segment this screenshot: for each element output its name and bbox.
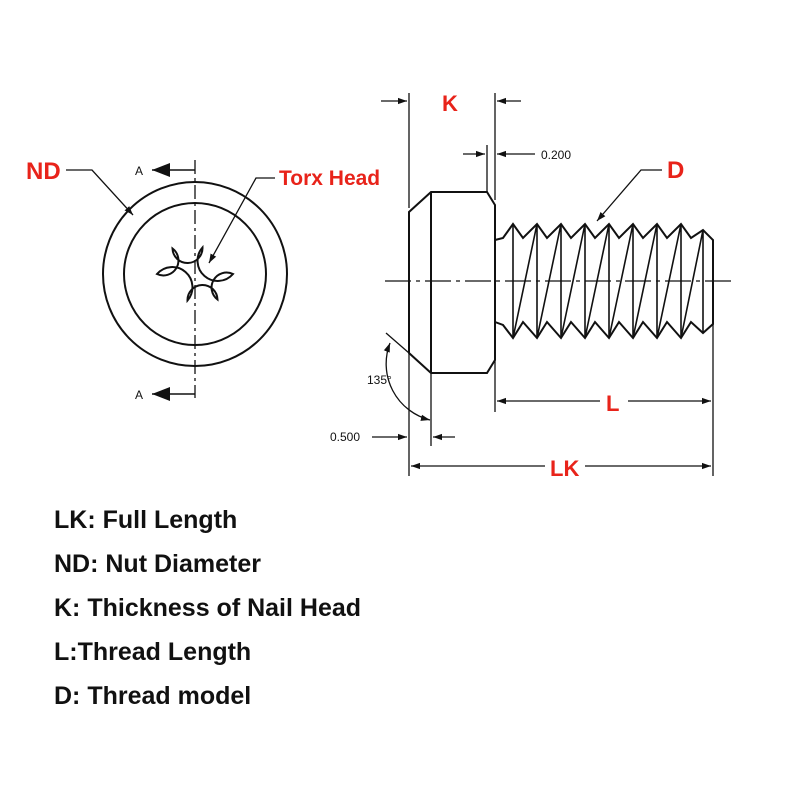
k-dimension	[381, 93, 521, 208]
thread-flanks	[512, 223, 704, 339]
nd-leader	[66, 169, 134, 216]
chamfer-dimension-0200	[463, 145, 535, 192]
torx-head-leader	[208, 177, 275, 264]
legend-item-d: D: Thread model	[54, 682, 252, 710]
legend-item-k: K: Thickness of Nail Head	[54, 594, 362, 622]
lk-dimension	[408, 353, 711, 476]
d-label: D	[667, 157, 684, 184]
legend-list: LK: Full Length ND: Nut Diameter K: Thic…	[54, 503, 361, 723]
section-arrow-top	[152, 163, 195, 177]
angle-135-label: 135°	[367, 373, 392, 387]
chamfer-dimension-0500	[372, 373, 455, 446]
legend-item-l: L:Thread Length	[54, 638, 252, 666]
section-arrow-bottom	[152, 387, 195, 401]
d-leader	[596, 169, 662, 222]
head-outline	[408, 191, 496, 374]
section-label-top: A	[135, 164, 143, 178]
lk-label: LK	[550, 456, 579, 481]
section-label-bottom: A	[135, 388, 143, 402]
l-label: L	[606, 391, 619, 416]
torx-recess-icon	[155, 244, 235, 304]
screw-head-side	[408, 191, 496, 374]
legend-item-lk: LK: Full Length	[54, 506, 238, 534]
dim-0200-label: 0.200	[541, 148, 571, 162]
torx-head-label: Torx Head	[279, 167, 380, 190]
k-label: K	[442, 91, 458, 116]
dim-0500-label: 0.500	[330, 430, 360, 444]
thread-outline	[494, 222, 714, 340]
nd-label: ND	[26, 158, 61, 185]
legend-item-nd: ND: Nut Diameter	[54, 550, 261, 578]
angle-135-dimension	[383, 332, 431, 421]
